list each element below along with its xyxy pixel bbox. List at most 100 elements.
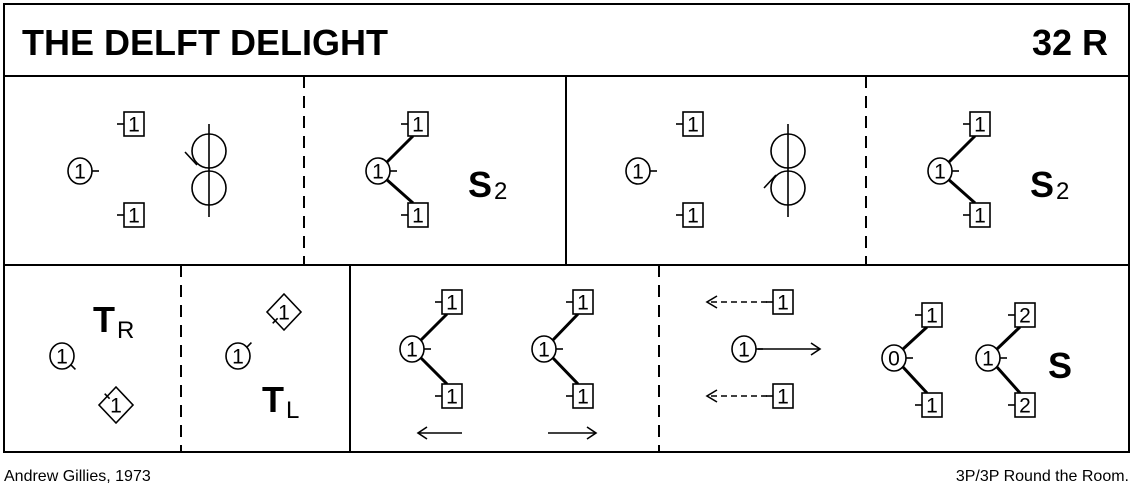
man-dancer: 1 [766,383,794,409]
svg-text:1: 1 [278,302,290,325]
svg-text:1: 1 [446,292,458,315]
final-setting-label: S [1048,345,1072,386]
svg-text:1: 1 [926,305,938,328]
svg-text:1: 1 [446,386,458,409]
svg-text:1: 1 [777,292,789,315]
svg-text:1: 1 [128,205,140,228]
hand-link [384,134,415,165]
woman-dancer: 1 [625,157,657,185]
svg-text:T: T [262,379,284,420]
svg-text:1: 1 [687,114,699,137]
woman-dancer: 1 [927,157,959,185]
man-dancer: 1 [435,289,463,315]
svg-text:1: 1 [926,395,938,418]
svg-text:1: 1 [74,161,86,184]
man-dancer: 1 [963,111,991,137]
man-dancer: 2 [1008,302,1036,328]
man-dancer: 1 [117,111,145,137]
hand-link [994,365,1022,394]
figure-eight-icon [763,124,806,217]
svg-text:1: 1 [974,205,986,228]
man-dancer: 1 [963,202,991,228]
woman-dancer: 1 [49,342,77,371]
svg-text:L: L [286,397,299,424]
figure-marks [184,124,822,440]
svg-text:T: T [93,299,115,340]
frame [3,3,1130,453]
svg-text:2: 2 [494,178,507,205]
hand-link [418,355,449,386]
svg-text:1: 1 [412,205,424,228]
svg-text:0: 0 [888,348,900,371]
dashed-arrow-left-icon [705,389,767,403]
svg-text:1: 1 [128,114,140,137]
svg-text:2: 2 [1019,305,1031,328]
svg-text:1: 1 [372,161,384,184]
man-dancer: 1 [117,202,145,228]
woman-dancer: 1 [67,157,99,185]
woman-dancer: 1 [399,335,431,363]
svg-text:1: 1 [538,339,550,362]
man-dancer: 1 [401,111,429,137]
svg-text:1: 1 [738,339,750,362]
svg-text:2: 2 [1019,395,1031,418]
hand-link [550,355,580,386]
svg-text:1: 1 [577,292,589,315]
man-dancer: 1 [566,383,594,409]
svg-text:S: S [468,164,492,205]
svg-text:1: 1 [777,386,789,409]
svg-text:1: 1 [687,205,699,228]
svg-text:2: 2 [1056,178,1069,205]
svg-text:1: 1 [632,161,644,184]
hand-link [418,312,449,343]
dance-title: THE DELFT DELIGHT [22,22,388,63]
arrow-left-icon [416,426,462,440]
woman-dancer: 0 [881,344,913,372]
man-dancer: 1 [676,202,704,228]
svg-text:1: 1 [577,386,589,409]
man-dancer: 1 [676,111,704,137]
man-dancer: 1 [915,392,943,418]
man-dancer: 1 [915,302,943,328]
figure-eight-icon [184,124,227,217]
woman-dancer: 1 [531,335,563,363]
hand-link [994,325,1022,352]
svg-text:R: R [117,317,134,344]
dancer-diamond: 1 [265,292,303,332]
hand-link [550,312,580,343]
dance-tempo: 32 R [1032,22,1108,63]
man-dancer: 2 [1008,392,1036,418]
woman-dancer: 1 [731,335,763,363]
svg-text:S: S [1030,164,1054,205]
man-dancer: 1 [401,202,429,228]
dancer-diamond: 1 [97,385,135,425]
woman-dancer: 1 [975,344,1007,372]
hand-link [947,177,976,205]
svg-text:1: 1 [406,339,418,362]
author-credit: Andrew Gillies, 1973 [4,468,151,485]
arrow-right-icon [758,342,822,356]
man-dancer: 1 [435,383,463,409]
woman-dancer: 1 [365,157,397,185]
svg-text:1: 1 [974,114,986,137]
hand-link [900,325,929,352]
hand-link [385,177,414,205]
dashed-arrow-left-icon [705,295,767,309]
arrow-right-icon [548,426,598,440]
svg-text:1: 1 [110,395,122,418]
man-dancer: 1 [766,289,794,315]
svg-text:1: 1 [56,346,68,369]
svg-text:1: 1 [412,114,424,137]
hand-link [946,134,977,165]
hand-link [900,364,929,395]
svg-text:1: 1 [232,346,244,369]
formation-label: 3P/3P Round the Room. [956,468,1129,485]
man-dancer: 1 [566,289,594,315]
svg-text:1: 1 [934,161,946,184]
svg-text:1: 1 [982,348,994,371]
